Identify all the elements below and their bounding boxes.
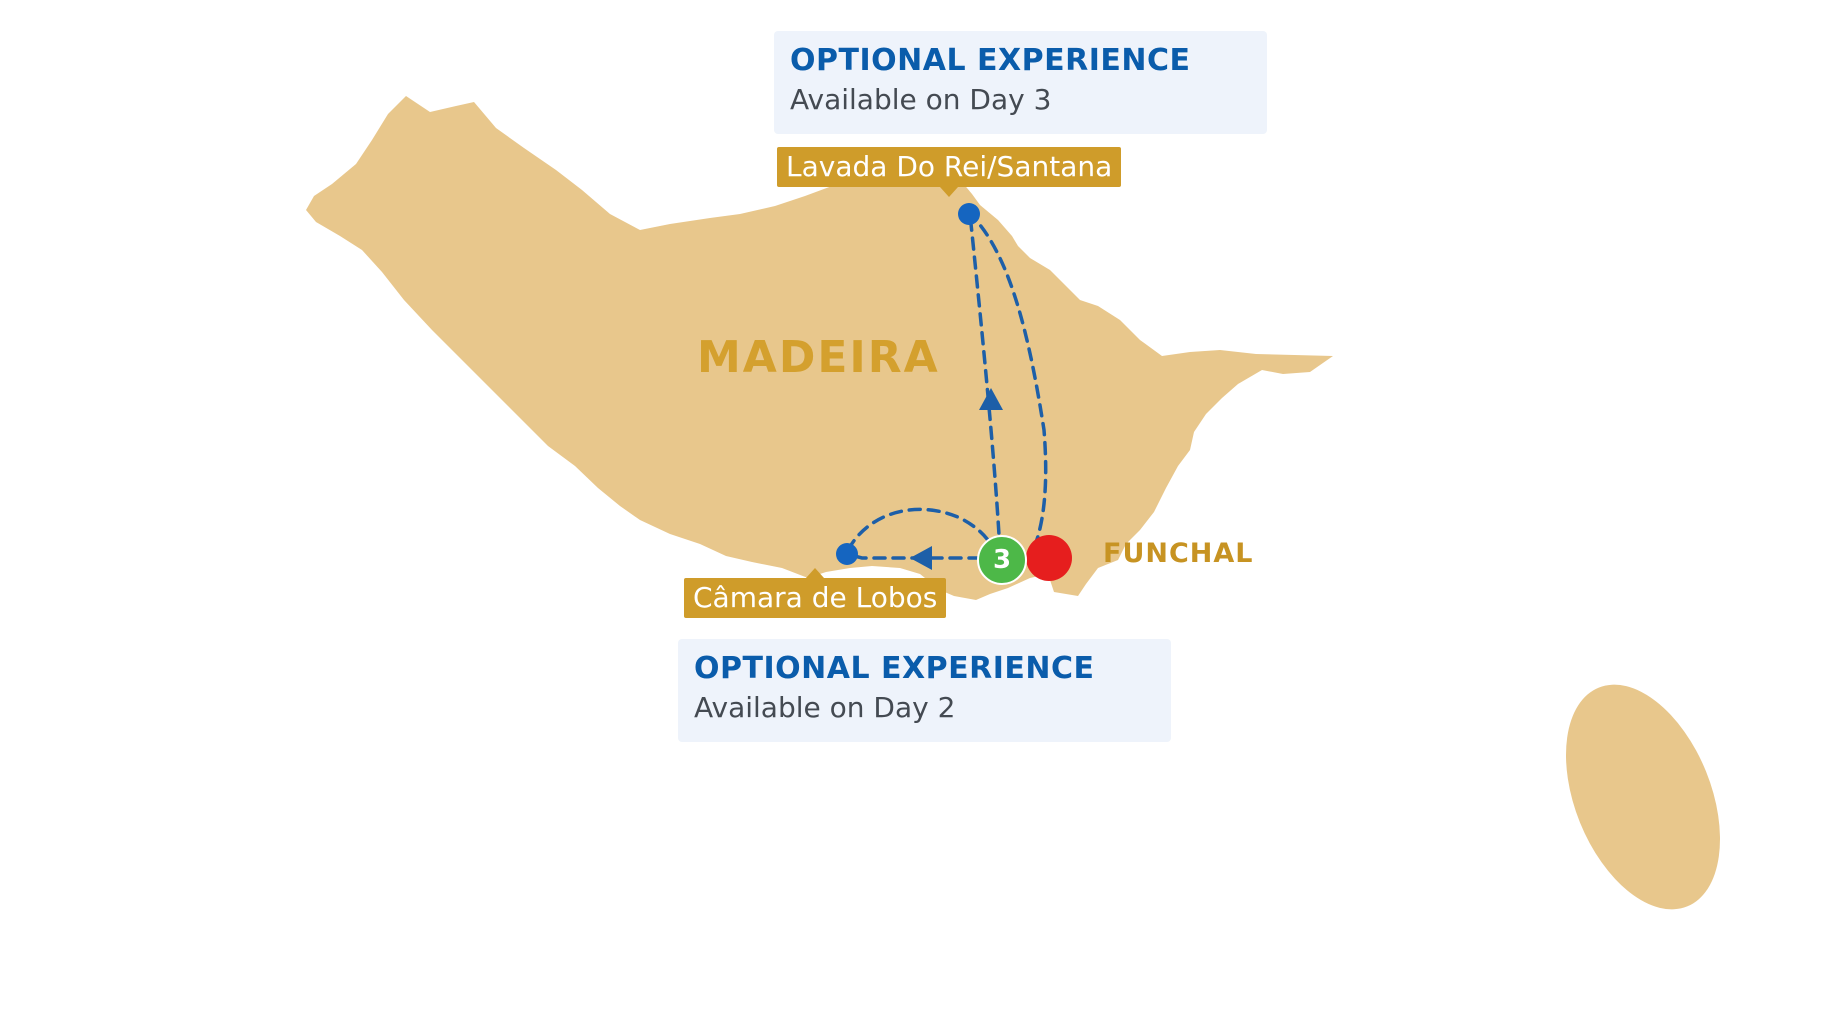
route-to-santana-return [966, 210, 1048, 550]
route-to-santana-outbound [968, 212, 1002, 554]
stop-tag-camara-de-lobos[interactable]: Câmara de Lobos [684, 568, 947, 618]
stop-dot-camara-de-lobos[interactable] [836, 543, 858, 565]
city-label: FUNCHAL [1103, 538, 1254, 569]
callout-subtitle: Available on Day 3 [790, 83, 1052, 116]
route-direction-arrow-north [979, 388, 1003, 410]
stop-tag-santana[interactable]: Lavada Do Rei/Santana [777, 147, 1122, 197]
start-dot-funchal[interactable] [1026, 535, 1072, 581]
optional-experience-callout-day-2: OPTIONAL EXPERIENCE Available on Day 2 [678, 639, 1171, 742]
route-to-camara-return [846, 507, 994, 552]
route-direction-arrow-west [910, 546, 932, 570]
stop-dot-santana[interactable] [958, 203, 980, 225]
madeira-island [306, 96, 1333, 600]
day-badge: 3 [977, 535, 1027, 585]
porto-santo-island [1565, 684, 1721, 910]
callout-subtitle: Available on Day 2 [694, 691, 956, 724]
region-label: MADEIRA [697, 332, 940, 383]
route-to-camara-outbound [845, 552, 982, 560]
optional-experience-callout-day-3: OPTIONAL EXPERIENCE Available on Day 3 [774, 31, 1267, 134]
callout-heading: OPTIONAL EXPERIENCE [790, 43, 1191, 78]
callout-heading: OPTIONAL EXPERIENCE [694, 651, 1095, 686]
